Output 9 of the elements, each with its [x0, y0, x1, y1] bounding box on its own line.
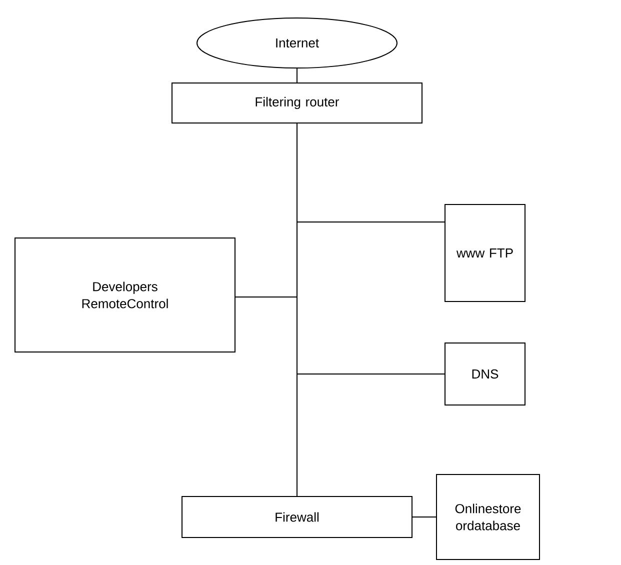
device-box: www FTP	[444, 204, 526, 302]
connector-line	[412, 516, 436, 518]
device-box: Onlinestore ordatabase	[436, 474, 540, 560]
device-box: Firewall	[182, 496, 412, 538]
connector-line	[296, 123, 298, 496]
device-box: Filtering router	[172, 82, 422, 124]
device-box: DNS	[444, 342, 526, 406]
connector-line	[296, 68, 298, 83]
device-box: Developers RemoteControl	[14, 238, 236, 352]
